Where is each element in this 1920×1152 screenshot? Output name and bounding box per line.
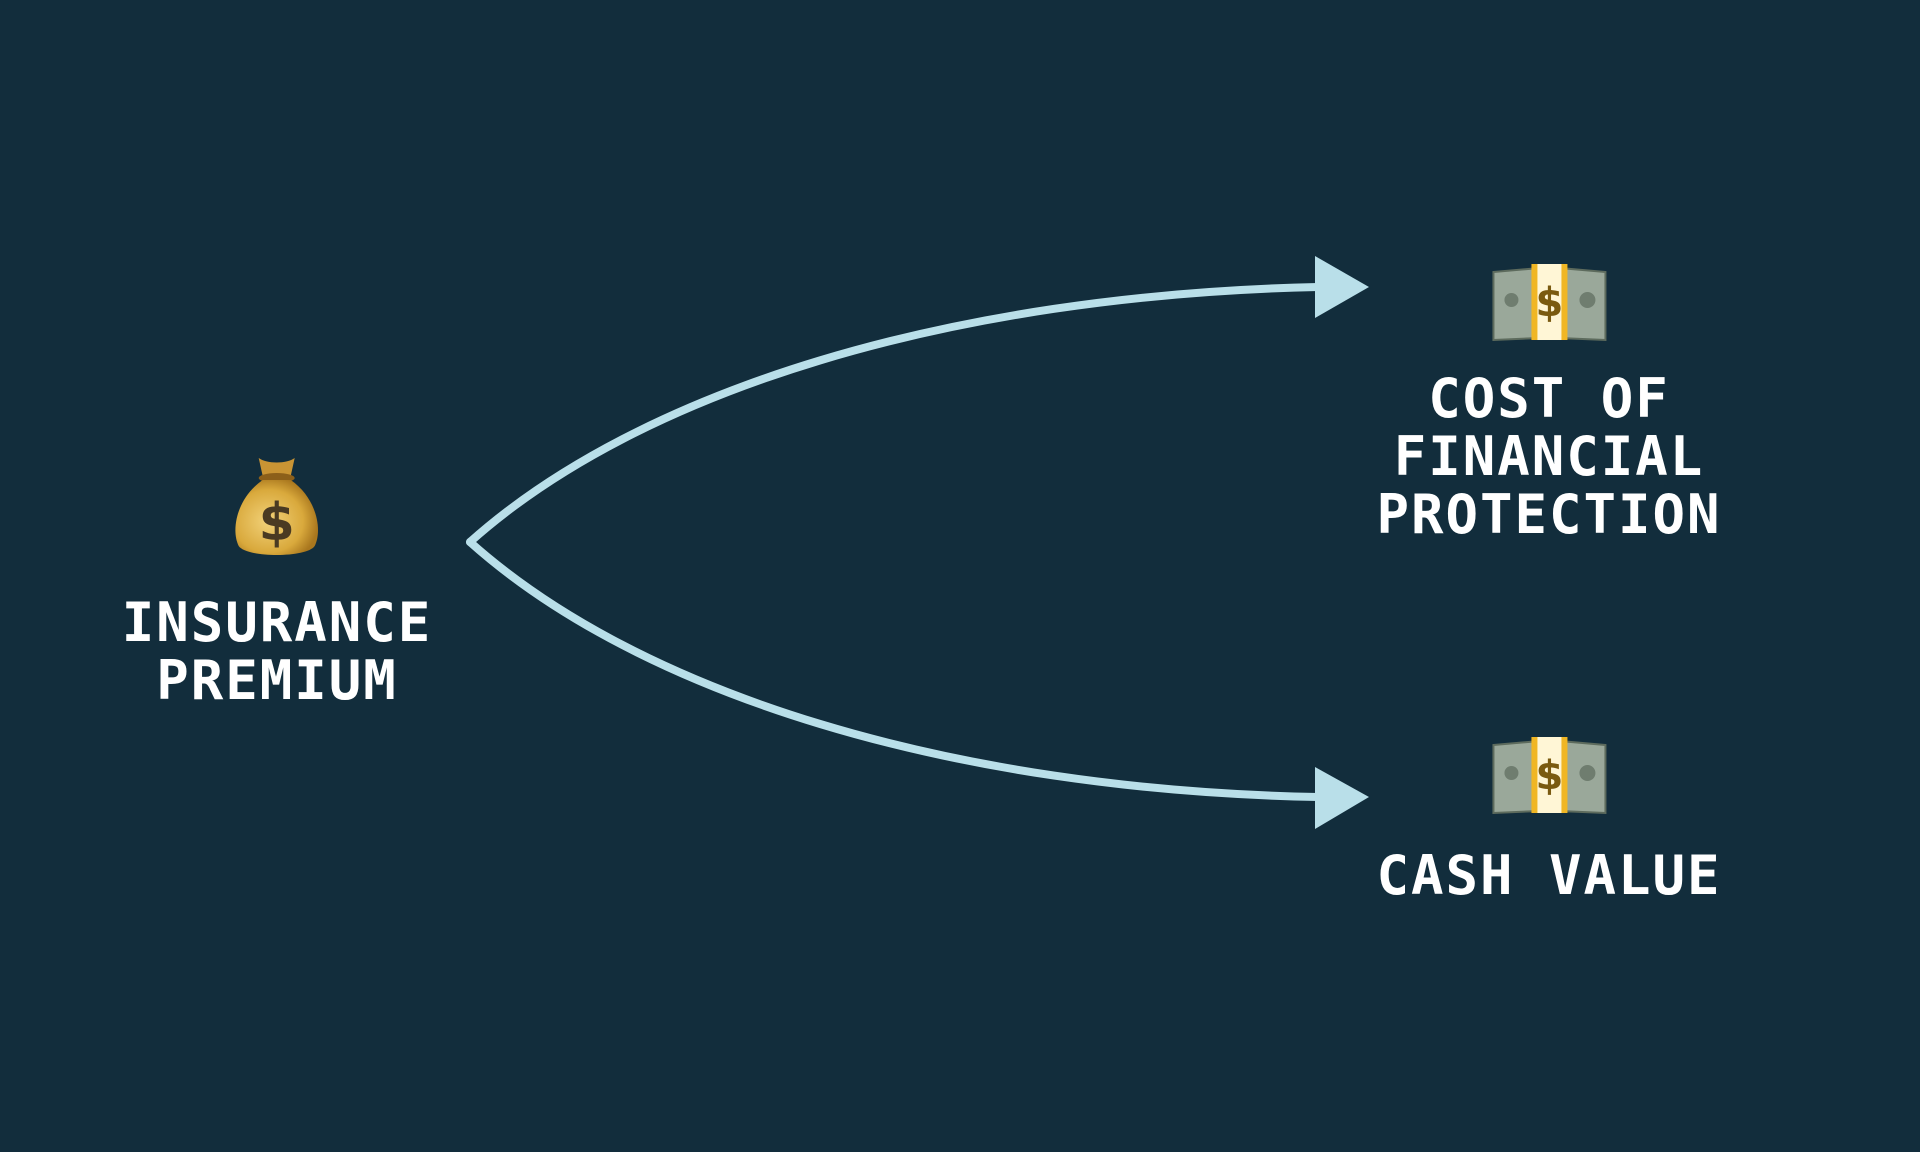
cash-value-node: $ CASH VALUE: [1376, 733, 1721, 905]
svg-text:$: $: [1535, 280, 1563, 326]
cost-of-protection-node: $ COST OF FINANCIAL PROTECTION: [1376, 260, 1721, 544]
arrow-to-cash-value: [466, 538, 1322, 801]
arrowhead-top: [1315, 256, 1369, 318]
banknote-icon: $: [1491, 264, 1606, 342]
svg-text:$: $: [259, 493, 295, 553]
banknote-icon: $: [1491, 737, 1606, 815]
svg-text:$: $: [1535, 753, 1563, 799]
source-label: INSURANCE PREMIUM: [121, 591, 433, 712]
cost-label: COST OF FINANCIAL PROTECTION: [1376, 367, 1722, 546]
cash-value-label: CASH VALUE: [1376, 844, 1722, 907]
money-bag-icon: $: [235, 458, 319, 555]
arrowhead-bottom: [1315, 767, 1369, 829]
arrow-to-cost-of-protection: [466, 283, 1322, 546]
insurance-premium-node: $ INSURANCE PREMIUM: [122, 450, 433, 710]
